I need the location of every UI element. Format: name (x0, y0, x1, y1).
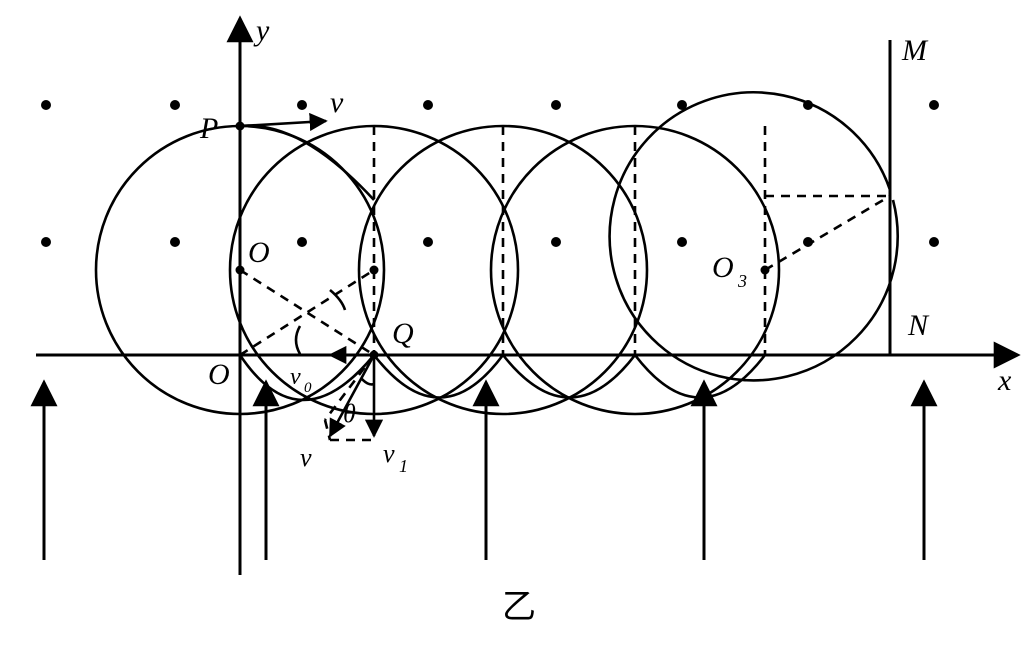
label-o3-sub: 3 (737, 271, 747, 291)
label-x-axis: x (997, 364, 1012, 397)
label-v0-sub: 0 (304, 380, 312, 396)
dashed-lines (239, 126, 891, 442)
label-v-bottom: v (300, 443, 312, 472)
lower-lobes (238, 354, 767, 402)
label-o-center: O (248, 236, 270, 269)
angle-arc-q (329, 289, 347, 311)
label-v1: v (383, 439, 395, 468)
label-q: Q (392, 317, 414, 350)
top-arc-p (239, 124, 375, 201)
v-arrow-q (328, 354, 376, 438)
label-v-top: v (330, 86, 344, 119)
label-o3: O (712, 251, 734, 284)
label-o-origin: O (208, 358, 230, 391)
label-v0: v (290, 364, 301, 390)
theta-arc (360, 377, 375, 386)
figure-caption: 乙 (502, 589, 536, 626)
velocity-arrows (241, 112, 384, 438)
circle-5-arc (608, 91, 899, 382)
label-v1-sub: 1 (399, 456, 408, 476)
axes (36, 15, 1021, 575)
label-y-axis: y (253, 14, 270, 47)
label-theta: θ (343, 399, 356, 428)
field-arrows (30, 379, 938, 560)
label-p: P (199, 112, 218, 145)
field-dots (41, 100, 939, 247)
v-arrow-p (241, 112, 328, 132)
label-n: N (907, 309, 930, 342)
label-m: M (901, 34, 929, 67)
angle-arc-o (294, 325, 302, 355)
